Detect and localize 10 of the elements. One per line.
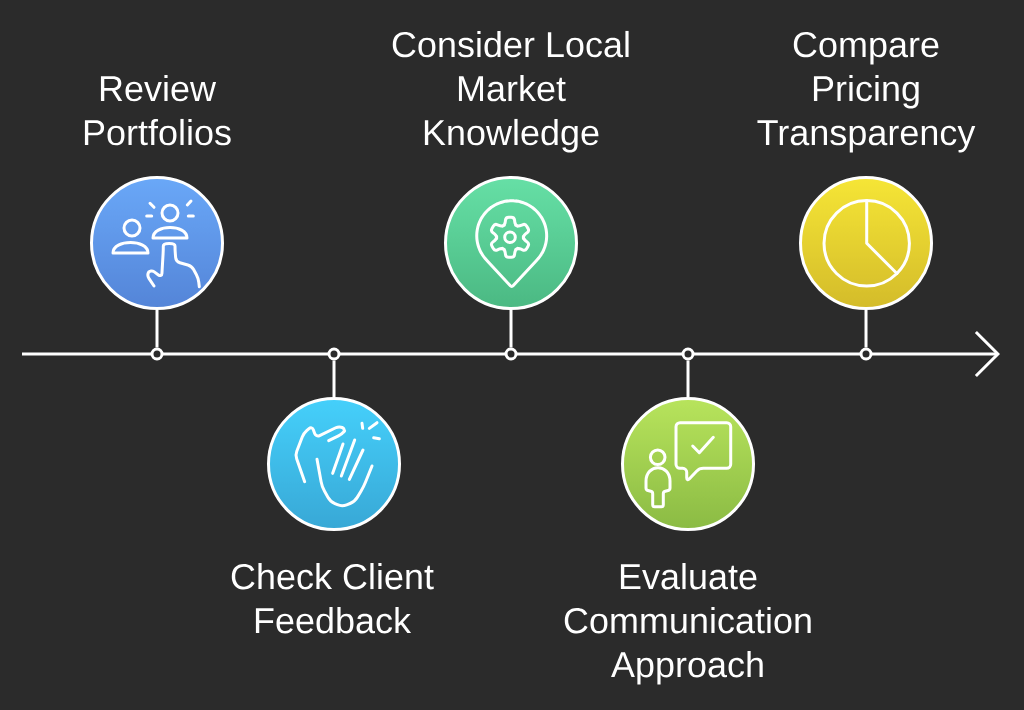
- step-label: Compare Pricing Transparency: [757, 31, 976, 153]
- stem-line: [155, 310, 159, 348]
- step-label: Review Portfolios: [84, 74, 231, 146]
- stem-line: [509, 310, 513, 348]
- stem-line: [686, 360, 690, 397]
- step-label: Consider Local Market Knowledge: [392, 30, 629, 153]
- stem-line: [864, 310, 868, 348]
- stem-line: [332, 360, 336, 397]
- step-label: Check Client Feedback: [231, 563, 434, 634]
- step-label: Evaluate Communication Approach: [564, 563, 811, 685]
